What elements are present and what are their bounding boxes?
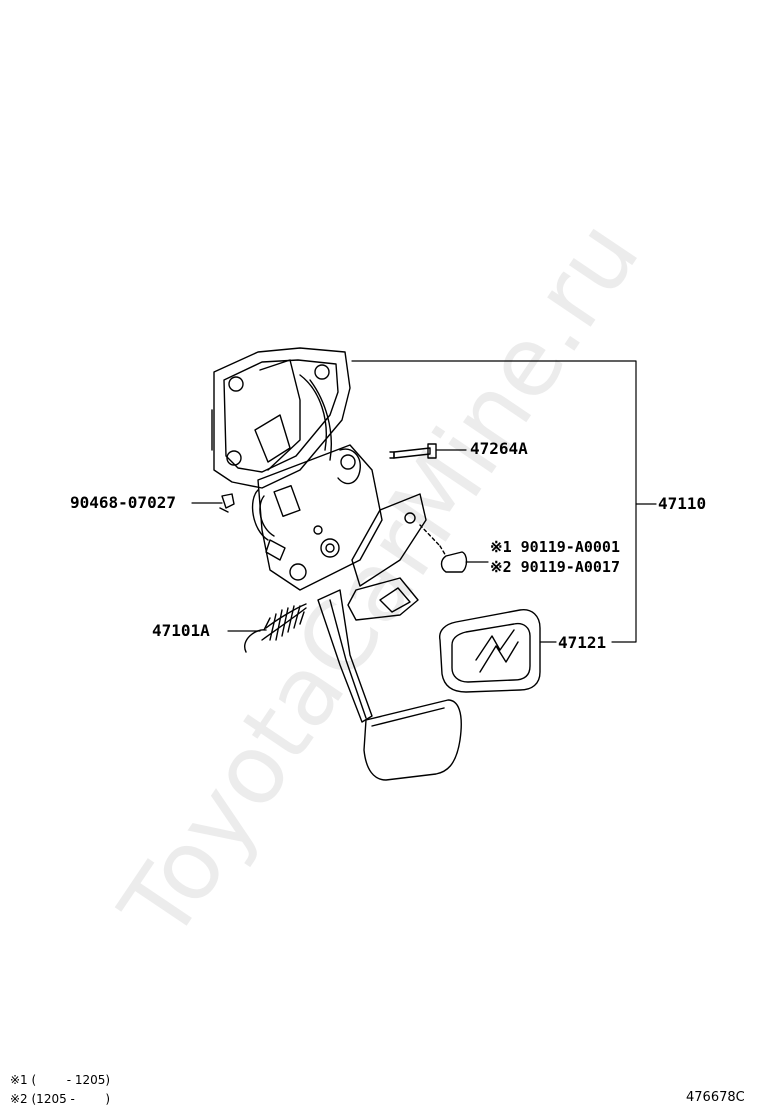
clevis-pin <box>389 443 437 459</box>
bolt <box>419 524 468 573</box>
footnote-2: ※2 (1205 - ) <box>10 1092 111 1106</box>
footnote-1: ※1 ( - 1205) <box>10 1073 111 1087</box>
label-47121: 47121 <box>558 633 607 652</box>
label-90468-07027: 90468-07027 <box>70 493 176 512</box>
clip <box>219 493 235 513</box>
leader-lines <box>191 360 657 643</box>
label-47101A: 47101A <box>152 621 210 640</box>
label-47110: 47110 <box>658 494 707 513</box>
return-spring <box>244 603 307 653</box>
label-47264A: 47264A <box>470 439 528 458</box>
label-90119-A0001: ※1 90119-A0001 <box>490 538 620 556</box>
pedal-housing <box>251 444 383 591</box>
side-bracket <box>347 493 427 621</box>
pedal-arm <box>317 589 373 723</box>
pedal-bracket <box>211 347 351 489</box>
pedal-pad-part <box>439 609 541 693</box>
diagram-reference: 476678C <box>686 1090 745 1105</box>
label-90119-A0017: ※2 90119-A0017 <box>490 558 620 576</box>
pedal-pad <box>363 699 462 781</box>
